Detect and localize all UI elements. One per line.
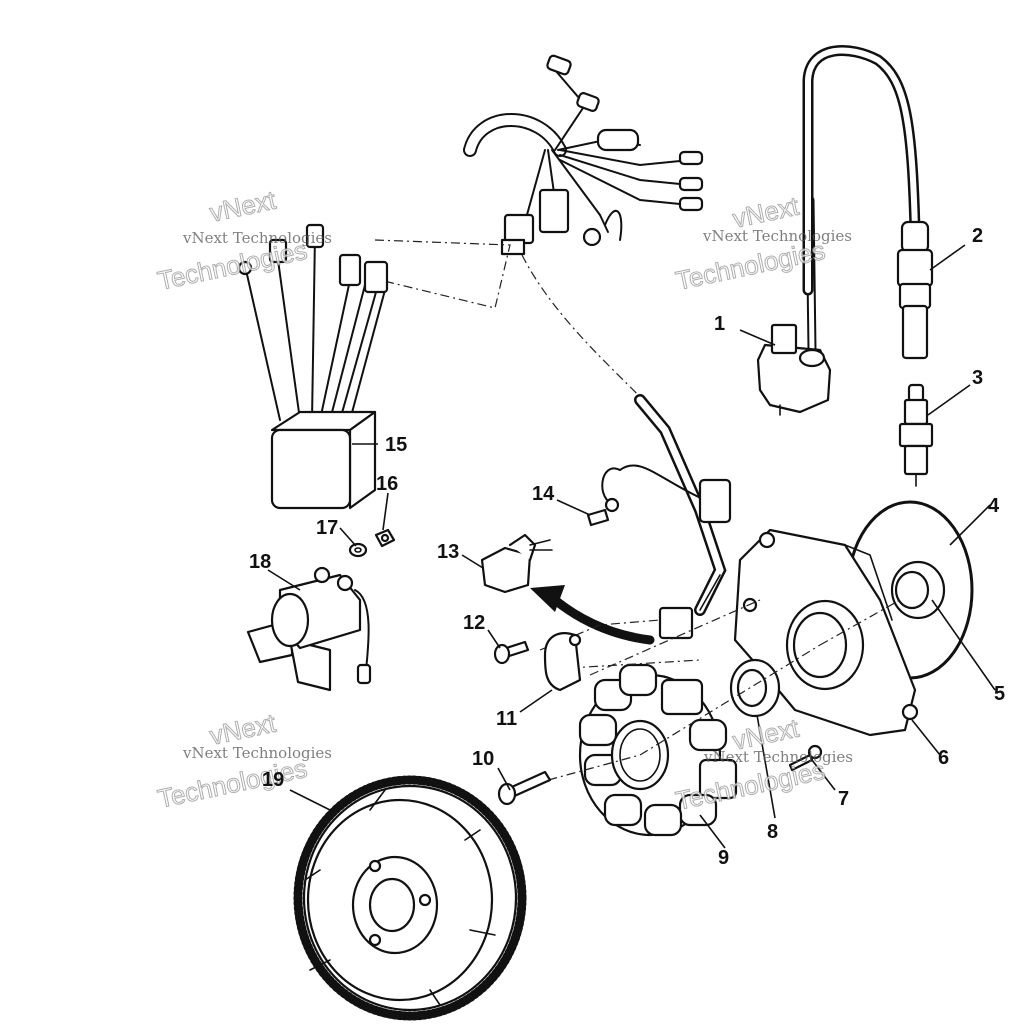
callout-5: 5 <box>994 683 1005 705</box>
assembly-arrow <box>530 585 655 645</box>
callout-17: 17 <box>316 517 338 539</box>
callout-19: 19 <box>262 769 284 791</box>
callout-6: 6 <box>938 747 949 769</box>
stator-lead <box>601 394 732 640</box>
callout-labels: 1 2 3 4 5 6 7 8 9 10 11 12 13 14 15 16 1… <box>249 225 1005 869</box>
callout-7: 7 <box>838 788 849 810</box>
watermark-text: vNext Technologies <box>182 229 332 247</box>
bolt-10 <box>497 770 552 806</box>
callout-12: 12 <box>463 612 485 634</box>
stator-coil <box>578 663 738 837</box>
crank-seal <box>729 658 781 718</box>
watermark-brand: vNext <box>207 185 279 228</box>
stator-plate <box>733 528 919 737</box>
callout-13: 13 <box>437 541 459 563</box>
nut-and-washer <box>348 528 396 558</box>
leader-lines <box>267 244 996 849</box>
oil-seal <box>890 560 946 620</box>
callout-16: 16 <box>376 473 398 495</box>
starter-solenoid <box>246 566 372 692</box>
watermark-text: vNext Technologies <box>182 744 332 762</box>
cdi-module <box>237 223 389 510</box>
callout-8: 8 <box>767 821 778 843</box>
watermark-left-top: vNext vNext Technologies Technologies <box>155 184 333 296</box>
spark-plug <box>898 383 934 487</box>
pulser-coil <box>480 533 553 594</box>
watermark-subtitle: Technologies <box>155 753 310 814</box>
screw-14 <box>586 497 620 527</box>
callout-11: 11 <box>496 708 517 730</box>
watermark-text: vNext Technologies <box>703 748 853 766</box>
screw-12 <box>493 640 530 665</box>
callout-9: 9 <box>718 847 729 869</box>
callout-18: 18 <box>249 551 271 573</box>
callout-14: 14 <box>532 483 555 505</box>
wire-clamp <box>543 632 582 692</box>
callout-2: 2 <box>972 225 983 247</box>
flywheel <box>293 775 527 1021</box>
callout-1: 1 <box>714 313 725 335</box>
wiring-harness <box>463 54 704 256</box>
callout-4: 4 <box>988 495 1000 517</box>
callout-15: 15 <box>385 434 407 456</box>
callout-10: 10 <box>472 748 494 770</box>
callout-3: 3 <box>972 367 983 389</box>
spark-plug-cap <box>802 45 934 360</box>
watermark-text: vNext Technologies <box>702 227 852 245</box>
